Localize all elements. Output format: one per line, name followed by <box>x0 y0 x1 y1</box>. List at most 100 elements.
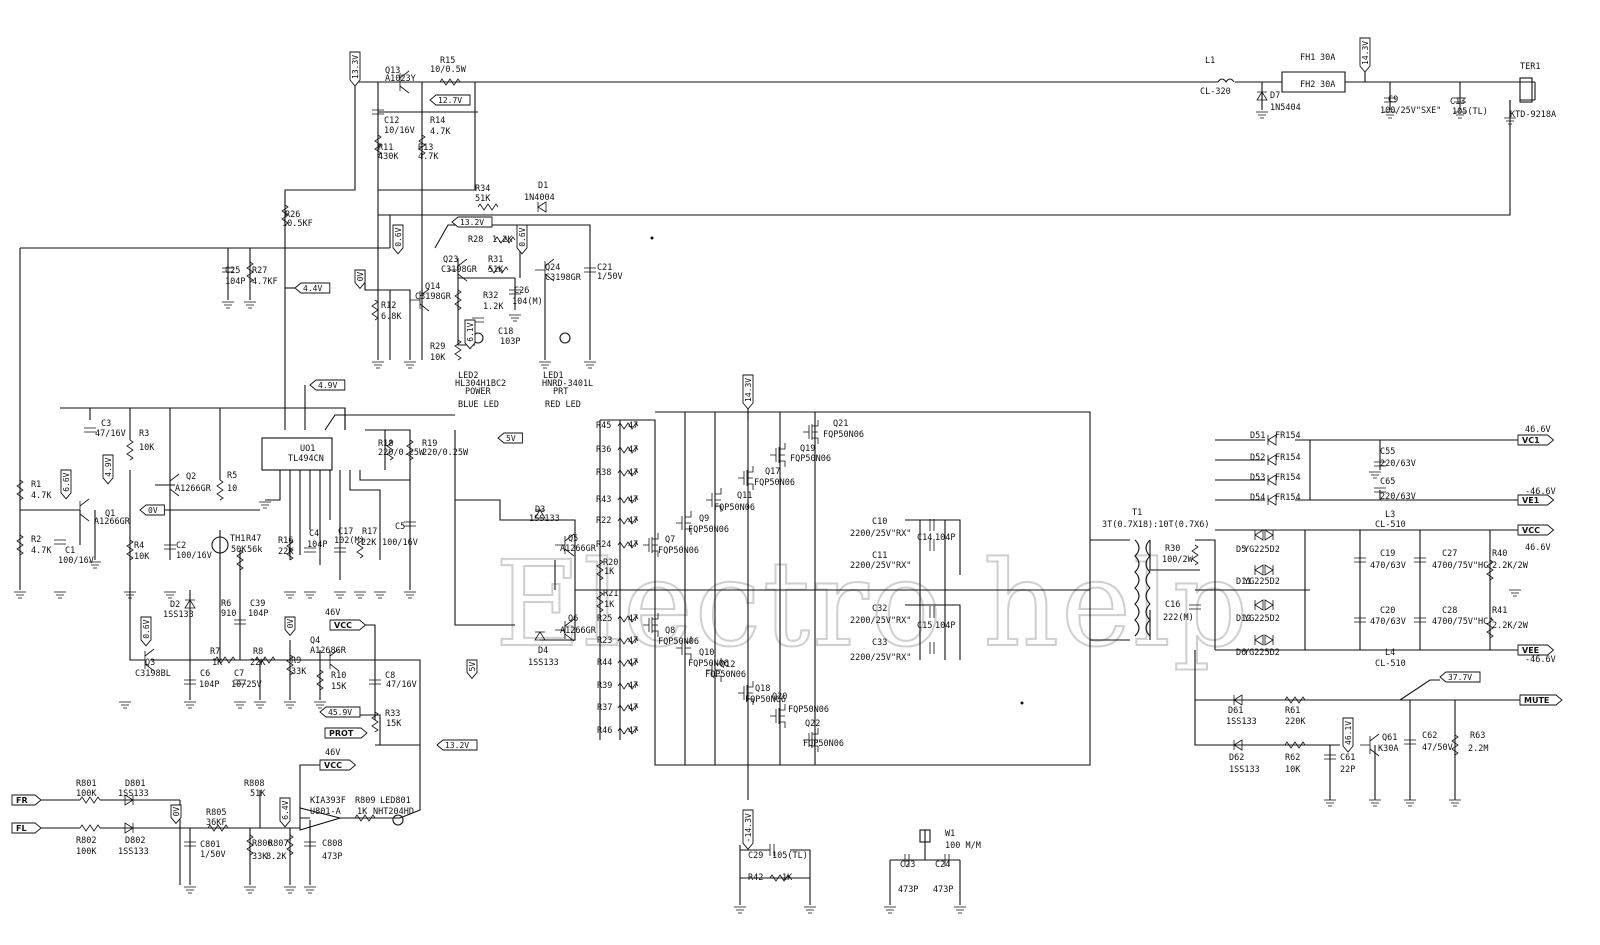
component-label: 473P <box>898 885 918 895</box>
component-label: 1K <box>212 658 223 668</box>
ground-symbol <box>54 591 66 599</box>
capacitor-symbol <box>1374 487 1386 493</box>
component-label: 1.2K <box>483 302 504 312</box>
svg-text:14.3V: 14.3V <box>1361 41 1370 65</box>
capacitor-symbol <box>769 844 775 856</box>
svg-text:0.6V: 0.6V <box>142 619 151 638</box>
voltage-flags: 13.3V14.3V12.7V0.6V13.2V0.6V0V4.4V6.1V4.… <box>60 37 1481 850</box>
transistor-symbol <box>390 70 410 94</box>
ground-symbol <box>124 591 136 599</box>
component-label: 10K <box>430 353 446 363</box>
component-label: NHT204HD <box>373 807 414 817</box>
component-label: 33K <box>252 852 268 862</box>
component-label: R39 <box>597 681 612 691</box>
capacitor-symbol <box>404 521 416 527</box>
resistor-symbol <box>617 541 639 549</box>
resistor-symbol <box>596 559 604 581</box>
component-label: R46 <box>597 726 612 736</box>
svg-text:VE1: VE1 <box>1522 496 1540 505</box>
component-label: FQP50N06 <box>658 546 699 556</box>
component-label: CL-510 <box>1375 659 1406 669</box>
component-label: A1266GR <box>560 544 597 554</box>
capacitor-symbol <box>1404 739 1416 745</box>
resistor-symbol <box>207 824 229 832</box>
ground-symbol <box>1369 799 1381 807</box>
resistor-symbol <box>374 134 382 156</box>
component-label: D5 <box>1236 545 1246 555</box>
component-label: 104P <box>307 540 327 550</box>
component-label: FR154 <box>1275 473 1301 483</box>
component-label: Q19 <box>800 444 815 454</box>
component-label: Q20 <box>772 692 787 702</box>
ground-symbol <box>119 701 131 709</box>
svg-text:46.1V: 46.1V <box>1344 721 1353 745</box>
component-label: 10K <box>1285 765 1301 775</box>
component-label: R29 <box>430 342 445 352</box>
component-label: PRT <box>553 387 568 397</box>
svg-text:0V: 0V <box>148 506 158 515</box>
svg-text:VCC: VCC <box>1522 526 1540 535</box>
voltage-flag: 5V <box>497 432 523 444</box>
diode-symbol <box>1254 599 1264 611</box>
component-label: 4700/75V"HC" <box>1432 617 1493 627</box>
voltage-flag: 0V <box>170 804 182 825</box>
diode-symbol <box>537 201 547 213</box>
component-label: 2.2M <box>1468 744 1488 754</box>
component-label: R24 <box>596 540 611 550</box>
diode-symbol <box>1254 564 1264 576</box>
component-label: C8 <box>385 671 395 681</box>
component-label: D11 <box>1236 577 1251 587</box>
voltage-flag: 12.7V <box>429 94 471 106</box>
capacitor-symbol <box>929 642 935 654</box>
ground-symbol <box>1504 117 1516 125</box>
component-label: 47 <box>628 540 638 550</box>
component-label: R28 <box>468 235 483 245</box>
capacitor-symbol <box>929 519 935 531</box>
resistor-symbol <box>214 656 236 664</box>
component-label: R42 <box>748 873 763 883</box>
ground-symbol <box>354 591 366 599</box>
component-label: 222(M) <box>1163 613 1194 623</box>
component-label: R45 <box>596 421 611 431</box>
rail-label: 46.6V <box>1525 543 1551 553</box>
component-label: 473P <box>322 852 342 862</box>
component-label: 2200/25V"RX" <box>850 616 911 626</box>
diode-symbol <box>1264 599 1274 611</box>
diode-symbol <box>1267 474 1277 486</box>
component-label: 10/0.5W <box>430 65 467 75</box>
component-label: C1 <box>65 546 75 556</box>
generated-symbols <box>14 70 1521 914</box>
component-label: R6 <box>221 599 231 609</box>
diode-symbol <box>1256 91 1268 101</box>
component-label: Q18 <box>755 684 770 694</box>
component-label: Q13 <box>385 66 400 76</box>
resistor-symbol <box>236 549 244 571</box>
component-label: Q6 <box>568 614 578 624</box>
svg-text:4.9V: 4.9V <box>104 457 113 476</box>
resistor-symbol <box>596 591 604 613</box>
component-label: U801-A <box>310 807 341 817</box>
component-label: 220/0.25W <box>378 448 425 458</box>
ground-symbol <box>304 886 316 894</box>
component-label: TER1 <box>1520 62 1540 72</box>
component-label: R41 <box>1492 606 1507 616</box>
component-label: LED2 <box>458 371 478 381</box>
voltage-flag: 45.9V <box>319 706 361 718</box>
svg-text:VEE: VEE <box>1522 646 1539 655</box>
component-label: 51K <box>488 265 504 275</box>
component-label: R9 <box>291 656 301 666</box>
ground-symbol <box>734 906 746 914</box>
opamp-u801 <box>299 807 343 831</box>
component-label: C23 <box>900 860 915 870</box>
transformer-secondary <box>1145 539 1151 637</box>
ground-symbol <box>509 314 521 322</box>
component-label: R3 <box>139 429 149 439</box>
component-label: 100K <box>76 789 97 799</box>
component-label: 1K <box>604 600 615 610</box>
component-label: 47 <box>628 516 638 526</box>
capacitor-symbol <box>164 544 176 550</box>
voltage-flag: 14.3V <box>1359 37 1371 73</box>
component-label: R15 <box>440 56 455 66</box>
component-label: D4 <box>538 646 548 656</box>
resistor-symbol <box>477 203 499 211</box>
